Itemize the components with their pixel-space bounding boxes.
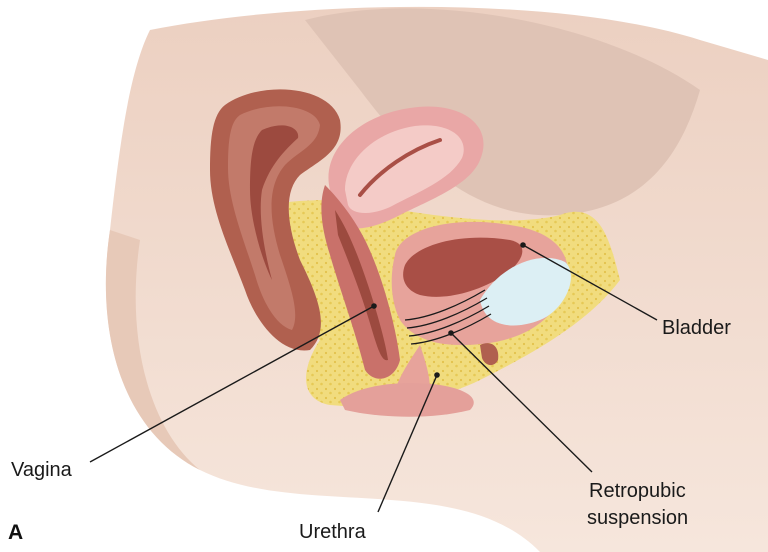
- retropubic-label-line1: Retropubic: [589, 480, 686, 502]
- bladder-label: Bladder: [662, 317, 731, 339]
- urethra-label: Urethra: [299, 521, 367, 543]
- bladder-leader-dot: [520, 242, 526, 248]
- panel-label: A: [8, 521, 23, 544]
- vagina-leader-dot: [371, 303, 377, 309]
- urethra-leader-dot: [434, 372, 440, 378]
- retropubic-label-line2: suspension: [587, 507, 688, 529]
- retropubic-leader-dot: [448, 330, 454, 336]
- vagina-label: Vagina: [11, 459, 73, 481]
